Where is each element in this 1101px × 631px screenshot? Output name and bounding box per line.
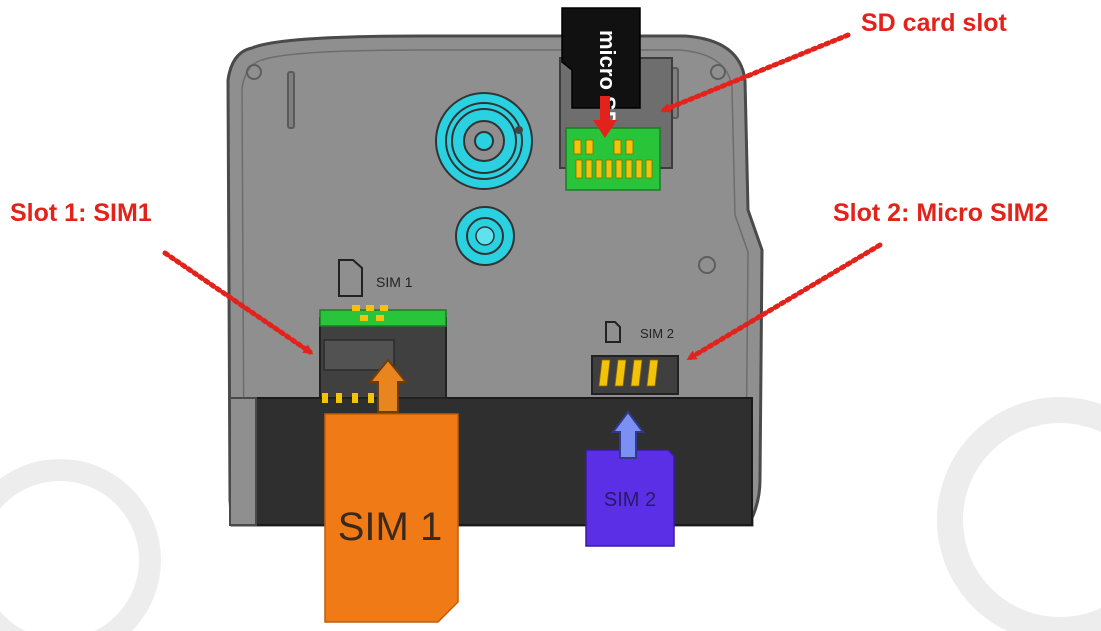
micro-sd-card: micro SD	[561, 7, 641, 127]
sim1-marking-text: SIM 1	[376, 274, 413, 290]
sim1-marking: SIM 1	[338, 259, 413, 297]
camera-lens-main	[435, 92, 533, 190]
sim2-card: SIM 2	[585, 449, 675, 547]
phone-inner-edge	[241, 49, 749, 471]
sim1-card-label: SIM 1	[338, 505, 442, 549]
watermark	[0, 397, 1101, 631]
slot1-pointer-arrow-icon	[162, 250, 314, 355]
sd-pointer-arrow-icon	[660, 32, 851, 113]
sim2-slot	[591, 355, 679, 395]
sim1-card: SIM 1	[324, 413, 459, 623]
sim2-card-label: SIM 2	[604, 489, 656, 511]
sim2-marking-text: SIM 2	[640, 326, 674, 341]
sd-card-slot-callout: SD card slot	[861, 9, 1007, 37]
micro-sim-outline-icon	[605, 321, 621, 343]
sim2-marking: SIM 2	[605, 321, 674, 343]
sim2-insert-arrow-icon	[611, 410, 645, 459]
battery-left-ledge	[229, 397, 257, 526]
slot2-pointer-arrow-icon	[686, 242, 883, 361]
slot2-callout: Slot 2: Micro SIM2	[833, 199, 1049, 227]
dotted-pointer-arrows	[162, 32, 883, 361]
slot1-callout: Slot 1: SIM1	[10, 199, 152, 227]
sim1-insert-arrow-icon	[367, 358, 409, 413]
sd-insert-arrow-icon	[593, 96, 617, 138]
sim-card-outline-icon	[338, 259, 363, 297]
camera-flash	[455, 206, 515, 266]
